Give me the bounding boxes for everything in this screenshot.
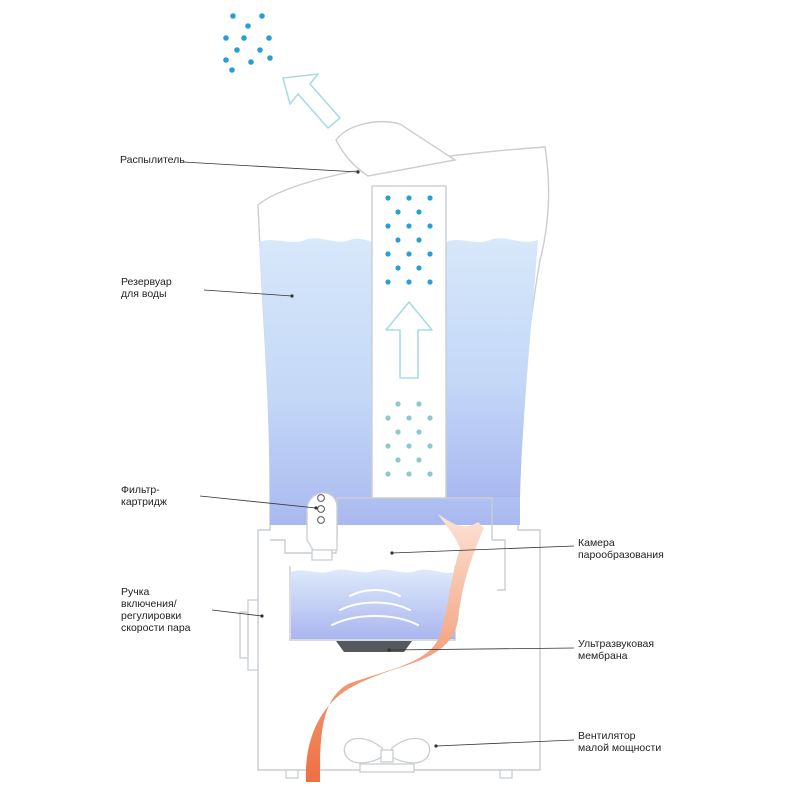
leader-knob-dot [260,614,264,618]
leader-membrane [388,647,575,651]
label-knob: Ручка включения/ регулировки скорости па… [121,586,191,634]
leader-sprayer [182,161,359,173]
chamber-water [291,569,455,639]
column-mist-dots [385,195,433,285]
column-light-mist-dots [385,401,433,477]
airflow-ribbon [305,514,484,782]
leader-chamber-dot [390,551,394,555]
leader-filter-dot [314,506,318,510]
label-reservoir: Резервуар для воды [121,276,172,300]
leader-fan-dot [434,744,438,748]
leader-reservoir [203,289,293,297]
ultrasonic-membrane [336,641,412,652]
leader-lines [182,161,575,748]
leader-fan [435,739,575,747]
leader-sprayer-dot [356,170,360,174]
sprayer-nozzle [335,121,457,177]
leader-filter [199,495,317,509]
exit-arrow-icon [282,73,341,129]
leader-chamber [391,545,575,554]
label-sprayer: Распылитель [120,154,185,166]
housing-feet [285,769,513,779]
mist-dots-icon [223,13,273,73]
label-chamber: Камера парообразования [578,537,664,561]
control-knob [239,599,259,671]
up-arrow-icon [385,301,433,379]
leader-membrane-dot [387,648,391,652]
water-reservoir-right [446,238,538,497]
leader-reservoir-dot [290,294,294,298]
label-membrane: Ультразвуковая мембрана [578,638,655,662]
fan-icon [343,737,431,773]
leader-knob [211,609,263,617]
water-reservoir [259,238,520,525]
label-fan: Вентилятор малой мощности [578,730,662,754]
filter-cartridge [306,492,338,561]
label-filter: Фильтр- картридж [121,484,167,508]
ultrasonic-wave-icon [331,589,419,626]
